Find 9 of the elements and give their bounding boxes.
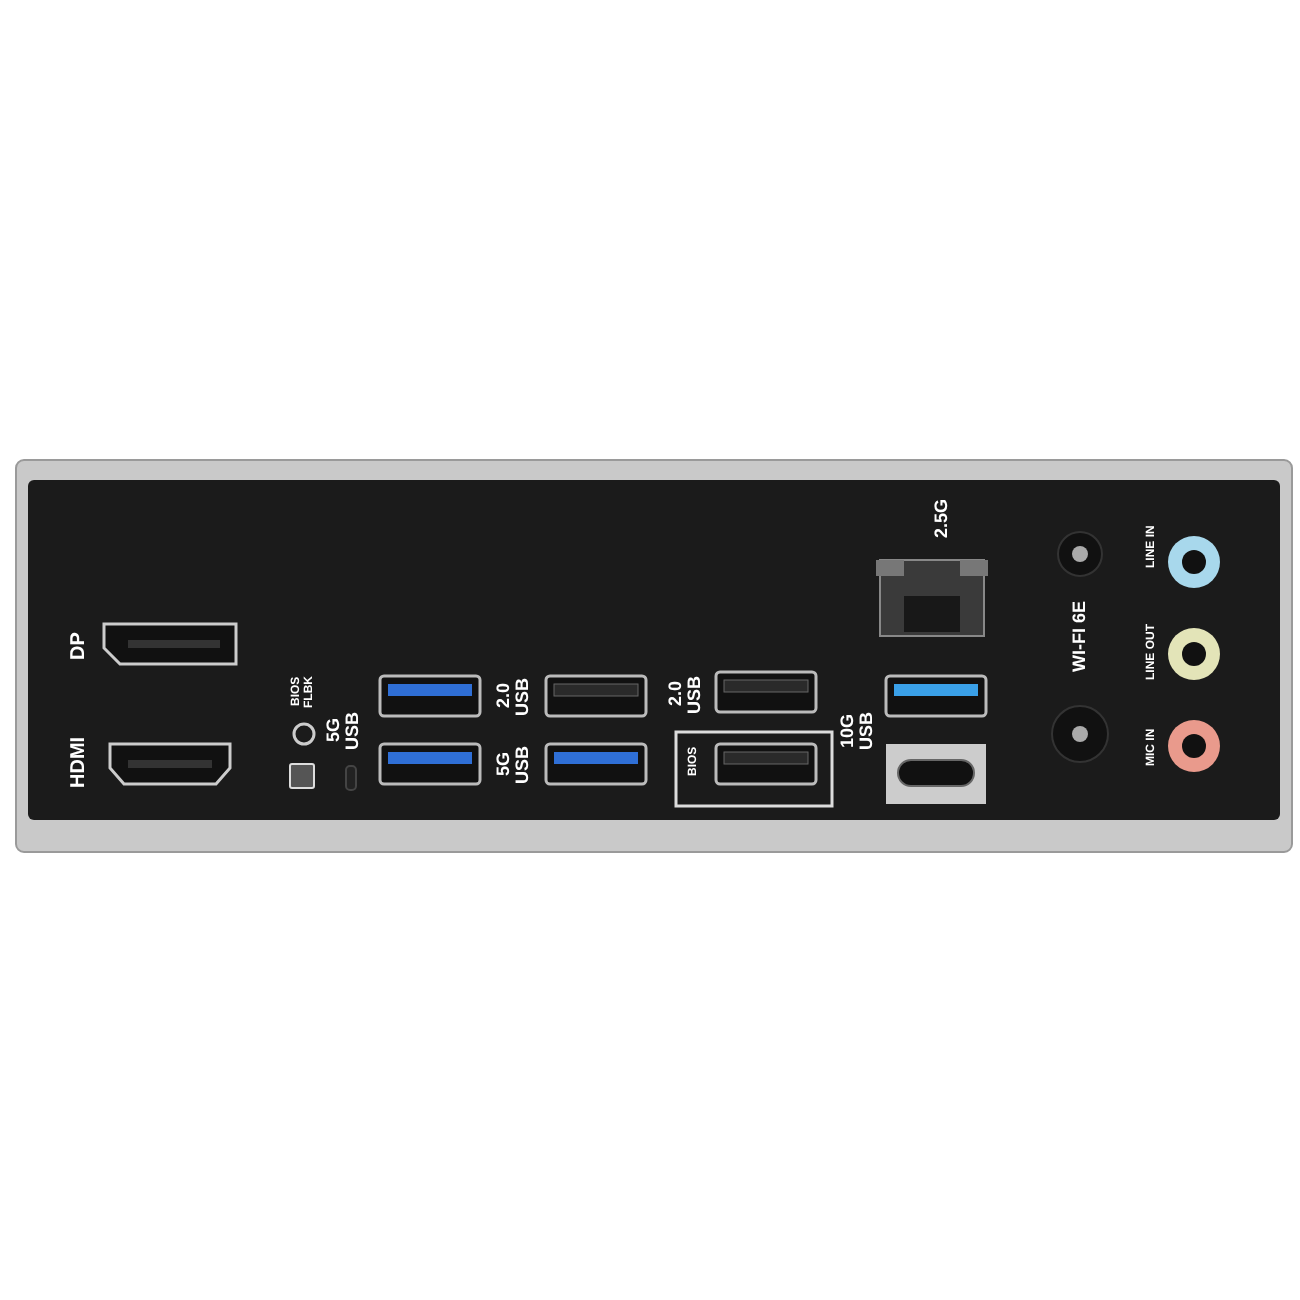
port-label: 2.0 USB (495, 675, 533, 720)
port-label: 2.5G (932, 496, 952, 542)
port-label: WI-FI 6E (1070, 598, 1090, 676)
port-label: HDMI (69, 734, 91, 792)
port-label: 5G USB (495, 743, 533, 788)
port-label: 5G USB (325, 709, 363, 754)
port-label: 2.0 USB (667, 673, 705, 718)
port-label: DP (69, 630, 91, 664)
port-label: 10G USB (839, 709, 877, 754)
